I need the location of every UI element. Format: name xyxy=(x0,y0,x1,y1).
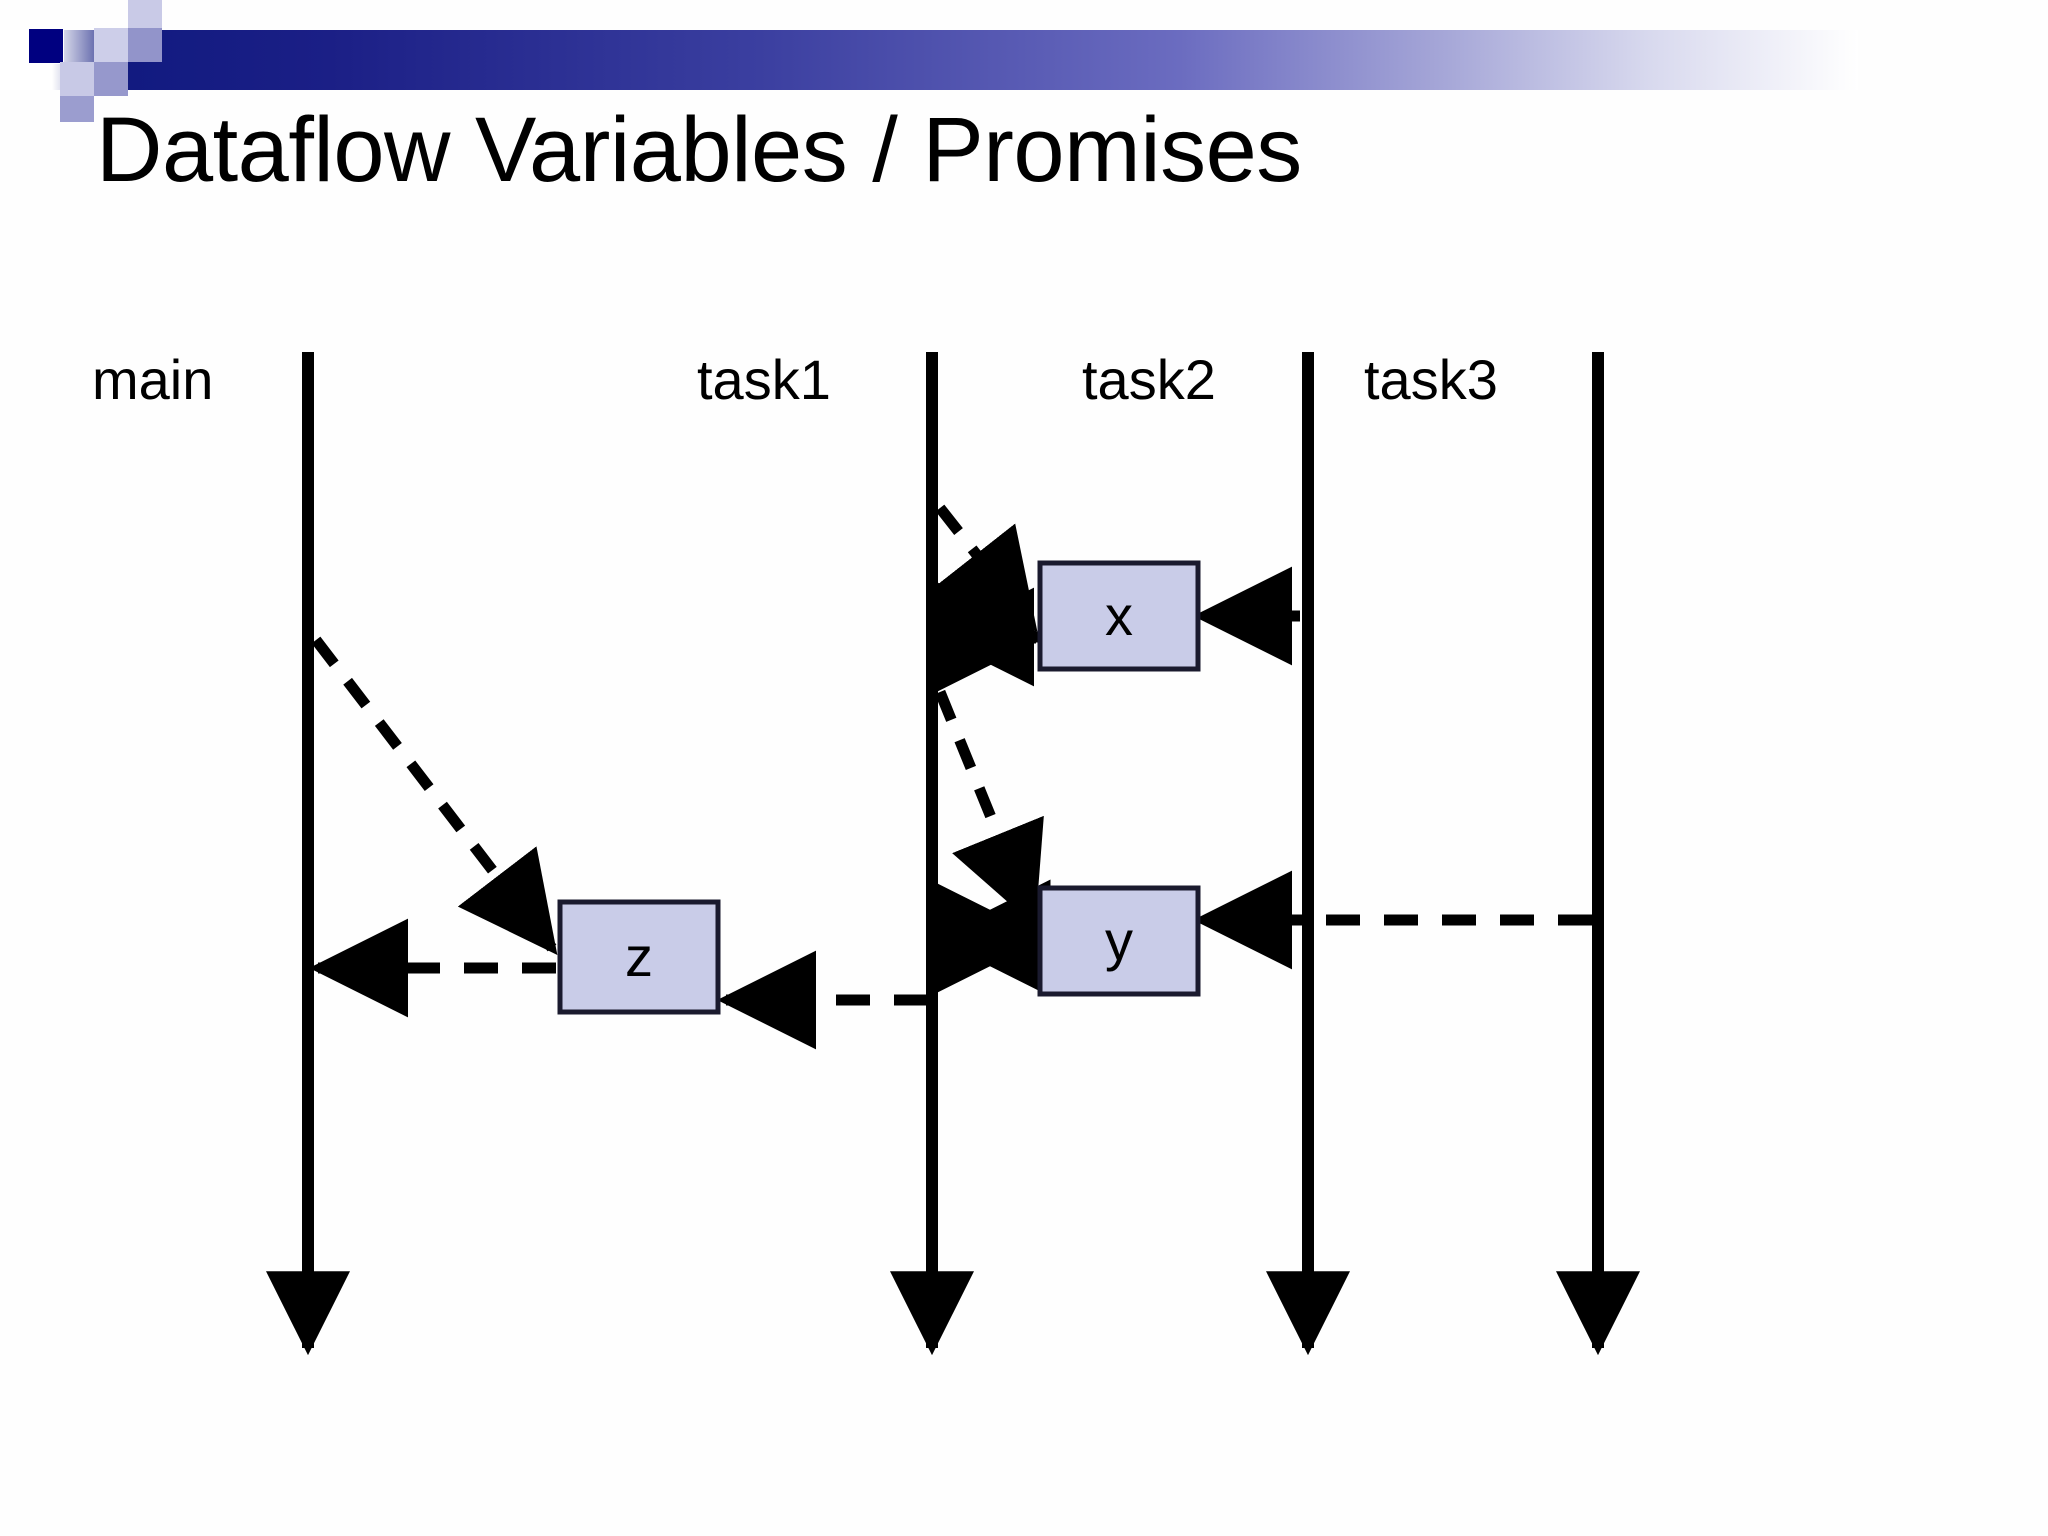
message-task1-creates-x xyxy=(935,504,1038,632)
box-label-x: x xyxy=(1105,584,1133,647)
box-label-z: z xyxy=(625,925,653,988)
lifeline-label-main: main xyxy=(92,348,214,411)
dataflow-variable-box-x xyxy=(1037,560,1201,672)
banner-square-medium-periwinkle-c xyxy=(60,96,94,122)
message-main-creates-z xyxy=(311,636,558,955)
banner-square-light-periwinkle-d xyxy=(60,62,94,96)
dataflow-variable-box-z xyxy=(557,899,721,1015)
banner-square-medium-periwinkle-a xyxy=(128,28,162,62)
lifeline-label-task2: task2 xyxy=(1082,348,1216,411)
lifeline-label-task1: task1 xyxy=(697,348,831,411)
banner-square-dark-navy xyxy=(28,28,64,64)
banner-square-medium-periwinkle-b xyxy=(94,62,128,96)
lifeline-label-task3: task3 xyxy=(1364,348,1498,411)
dataflow-variable-box-y xyxy=(1037,885,1201,997)
decorative-header-banner xyxy=(0,0,2048,122)
banner-square-light-periwinkle-a xyxy=(94,28,128,62)
slide-title: Dataflow Variables / Promises xyxy=(96,99,1302,201)
message-task1-creates-y xyxy=(934,689,1044,927)
banner-gradient-bar xyxy=(0,30,1858,90)
box-label-y: y xyxy=(1105,909,1133,972)
